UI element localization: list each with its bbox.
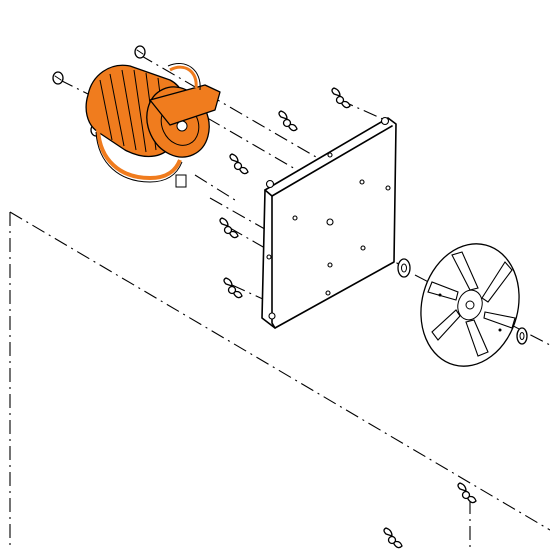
wing-nut xyxy=(383,527,403,549)
wing-nut xyxy=(223,277,243,299)
washer xyxy=(516,327,528,345)
plate-hole xyxy=(268,312,276,320)
screw xyxy=(52,71,64,85)
plate-hole xyxy=(359,179,365,185)
plate-hole xyxy=(266,254,272,260)
wing-nut xyxy=(457,482,477,504)
mounting-plate xyxy=(261,116,397,329)
wing-nut xyxy=(278,110,298,132)
plate-hole xyxy=(327,262,333,268)
washer xyxy=(397,258,411,278)
cavity-outline xyxy=(9,211,550,550)
plate-hole xyxy=(327,152,333,158)
fan-impeller xyxy=(420,243,520,367)
plate-hole xyxy=(292,215,298,221)
wing-nut xyxy=(229,153,249,175)
wing-nut xyxy=(219,217,239,239)
wing-nut xyxy=(331,87,351,109)
plate-hole xyxy=(265,179,275,189)
plate-hole xyxy=(325,290,331,296)
plate-hole xyxy=(380,116,390,126)
plate-shaft-hole xyxy=(326,218,334,226)
plate-hole xyxy=(360,245,366,251)
plate-hole xyxy=(385,185,391,191)
screw xyxy=(134,45,146,59)
motor xyxy=(85,63,221,188)
